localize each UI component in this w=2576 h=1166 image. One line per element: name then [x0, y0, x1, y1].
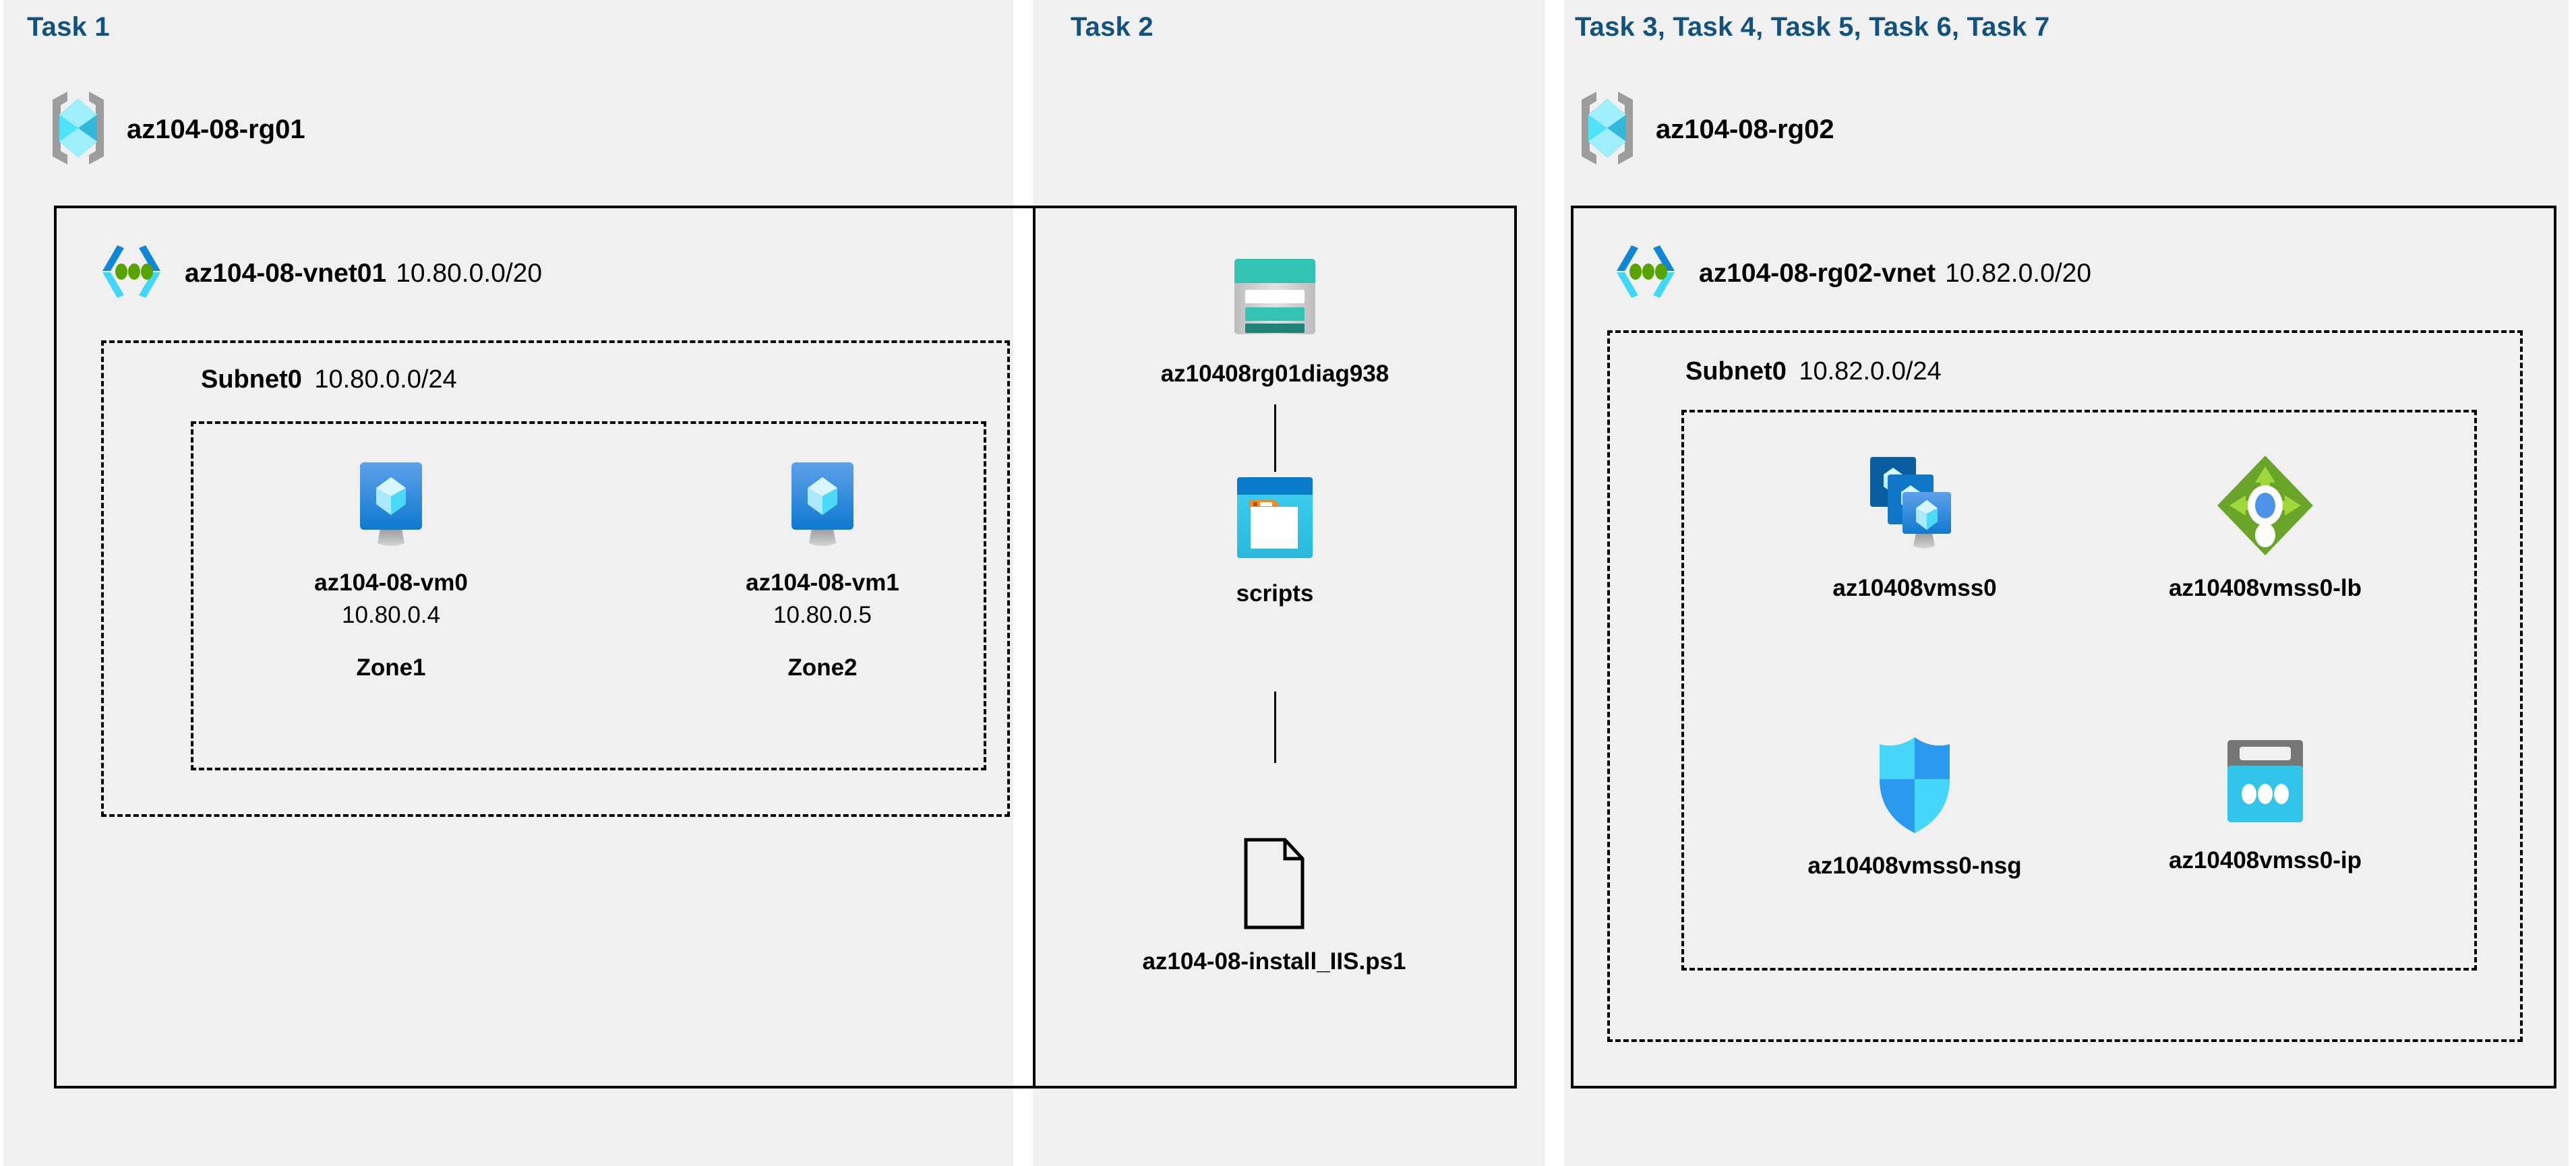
- vm-zone-label: Zone2: [787, 654, 858, 681]
- public-ip-label: az10408vmss0-ip: [2168, 847, 2362, 873]
- nsg-node[interactable]: az10408vmss0-nsg: [1773, 735, 2056, 880]
- blob-container-label: scripts: [1236, 580, 1314, 607]
- vnet-header-2: az104-08-rg02-vnet 10.82.0.0/20: [1609, 243, 2091, 304]
- storage-account-icon: [1225, 249, 1325, 347]
- blob-container-node[interactable]: scripts: [1150, 472, 1400, 607]
- subnet-boundary-1: [101, 340, 1010, 817]
- vnet-cidr-label: 10.82.0.0/20: [1945, 258, 2092, 288]
- subnet-cidr-label: 10.82.0.0/24: [1799, 357, 1942, 386]
- connector-storage-to-container: [1274, 404, 1276, 472]
- resource-group-label: az104-08-rg02: [1656, 115, 1834, 144]
- vnet-cidr-label: 10.80.0.0/20: [396, 258, 543, 288]
- vm-name-label: az104-08-vm0: [314, 570, 468, 596]
- subnet-boundary-2: [1607, 330, 2523, 1042]
- vm-name-label: az104-08-vm1: [746, 570, 899, 596]
- task-title-1: Task 1: [27, 12, 110, 42]
- nsg-label: az10408vmss0-nsg: [1807, 853, 2022, 879]
- task-title-3: Task 3, Task 4, Task 5, Task 6, Task 7: [1575, 12, 2050, 42]
- vm-node-1[interactable]: az104-08-vm1 10.80.0.5 Zone2: [708, 458, 937, 681]
- load-balancer-label: az10408vmss0-lb: [2168, 575, 2362, 601]
- vm-scale-set-icon: [1861, 453, 1969, 561]
- network-security-group-icon: [1873, 735, 1956, 839]
- load-balancer-icon: [2215, 453, 2316, 561]
- resource-group-icon: [1576, 88, 1638, 172]
- virtual-network-icon: [94, 243, 169, 304]
- task-title-2: Task 2: [1071, 12, 1154, 42]
- panel-task-3-7: [1564, 0, 2569, 1166]
- blob-container-icon: [1228, 472, 1322, 567]
- resource-group-label: az104-08-rg01: [127, 115, 305, 144]
- vmss-label: az10408vmss0: [1832, 575, 1997, 601]
- vmss-group-boundary: [1681, 410, 2477, 971]
- load-balancer-node[interactable]: az10408vmss0-lb: [2124, 453, 2407, 602]
- public-ip-address-icon: [2219, 735, 2311, 834]
- script-file-node[interactable]: az104-08-install_IIS.ps1: [1126, 836, 1422, 975]
- subnet-header-1: Subnet0 10.80.0.0/24: [201, 365, 457, 394]
- subnet-name-label: Subnet0: [1685, 357, 1787, 386]
- vm-zone-label: Zone1: [356, 654, 426, 681]
- storage-account-node[interactable]: az10408rg01diag938: [1150, 249, 1400, 388]
- public-ip-node[interactable]: az10408vmss0-ip: [2124, 735, 2407, 874]
- subnet-header-2: Subnet0 10.82.0.0/24: [1685, 357, 1942, 386]
- script-file-icon: [1238, 836, 1311, 935]
- storage-account-label: az10408rg01diag938: [1160, 361, 1389, 387]
- vm-ip-label: 10.80.0.4: [342, 602, 440, 628]
- vnet-header-1: az104-08-vnet01 10.80.0.0/20: [94, 243, 542, 304]
- resource-group-2: az104-08-rg02: [1576, 88, 1834, 172]
- panel-task-1: [3, 0, 1013, 1166]
- vm-node-0[interactable]: az104-08-vm0 10.80.0.4 Zone1: [276, 458, 506, 681]
- vmss-node[interactable]: az10408vmss0: [1773, 453, 2056, 602]
- subnet-cidr-label: 10.80.0.0/24: [314, 365, 457, 394]
- resource-group-1: az104-08-rg01: [47, 88, 305, 172]
- storage-boundary-2: [1033, 206, 1517, 1088]
- virtual-network-icon: [1609, 243, 1683, 304]
- vnet-name-label: az104-08-rg02-vnet: [1699, 258, 1936, 288]
- subnet-name-label: Subnet0: [201, 365, 302, 394]
- connector-container-to-file: [1274, 692, 1276, 763]
- vm-ip-label: 10.80.0.5: [773, 602, 872, 628]
- vnet-boundary-2: [1571, 206, 2556, 1088]
- script-file-label: az104-08-install_IIS.ps1: [1142, 948, 1406, 975]
- virtual-machine-icon: [351, 458, 431, 556]
- panel-task-2: [1033, 0, 1545, 1166]
- vm-group-boundary-1: [191, 421, 986, 770]
- virtual-machine-icon: [782, 458, 863, 556]
- vnet-name-label: az104-08-vnet01: [185, 258, 387, 288]
- resource-group-icon: [47, 88, 109, 172]
